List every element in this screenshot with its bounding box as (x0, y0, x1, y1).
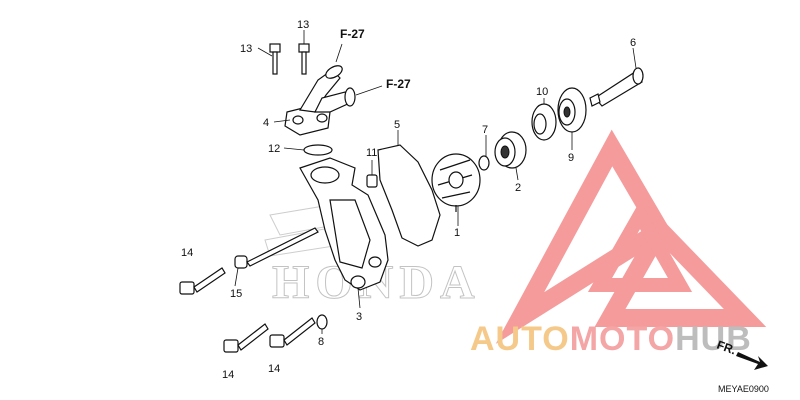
part-4-outlet-joint (284, 65, 356, 136)
leader-lines (234, 30, 637, 334)
part-14-bolt-upper (179, 267, 226, 295)
callout-14-lower-right: 14 (268, 363, 280, 375)
part-5-gasket (377, 144, 441, 247)
callout-4: 4 (263, 117, 269, 129)
callout-2: 2 (515, 182, 521, 194)
watermark-auto: AUTO (470, 320, 570, 358)
callout-8: 8 (318, 336, 324, 348)
watermark-hub: HUB (675, 320, 752, 358)
callout-14-upper: 14 (181, 247, 193, 259)
reference-f27-right: F-27 (386, 77, 411, 91)
part-13-bolt-left (269, 43, 281, 75)
callout-6: 6 (630, 37, 636, 49)
callout-5: 5 (394, 119, 400, 131)
callout-12: 12 (268, 143, 280, 155)
callout-14-lower-left: 14 (222, 369, 234, 381)
part-13-bolt-right (298, 43, 310, 75)
callout-3: 3 (356, 311, 362, 323)
diagram-code: MEYAE0900 (718, 384, 769, 394)
watermark-logo (495, 129, 767, 344)
part-9-bearing (557, 87, 587, 133)
part-15-long-bolt (234, 227, 319, 269)
part-10-oil-seal (531, 103, 557, 141)
part-2-mechanical-seal (494, 131, 527, 169)
part-8-washer (316, 314, 328, 330)
front-direction-label: FR. (715, 338, 738, 358)
watermark-moto: MOTO (570, 320, 675, 358)
front-direction-indicator: FR. (715, 338, 768, 370)
callout-9: 9 (568, 152, 574, 164)
callout-11: 11 (366, 147, 377, 159)
part-11-dowel-pin (366, 174, 378, 188)
callout-10: 10 (536, 86, 548, 98)
reference-f27-top: F-27 (340, 27, 365, 41)
part-1-impeller (431, 153, 481, 212)
part-14-bolt-lower-right (269, 317, 316, 348)
callout-15: 15 (230, 288, 242, 300)
callout-7: 7 (482, 124, 488, 136)
front-arrow-icon (736, 352, 768, 370)
part-3-pump-body (299, 157, 389, 291)
callout-13-left: 13 (240, 43, 252, 55)
part-6-shaft (589, 67, 644, 107)
part-12-o-ring (303, 144, 333, 156)
callout-13-right: 13 (297, 19, 309, 31)
part-14-bolt-lower-left (223, 323, 269, 353)
part-7-washer (478, 155, 490, 171)
watermark-text: AUTOMOTOHUB (470, 320, 752, 358)
callout-1: 1 (454, 227, 460, 239)
